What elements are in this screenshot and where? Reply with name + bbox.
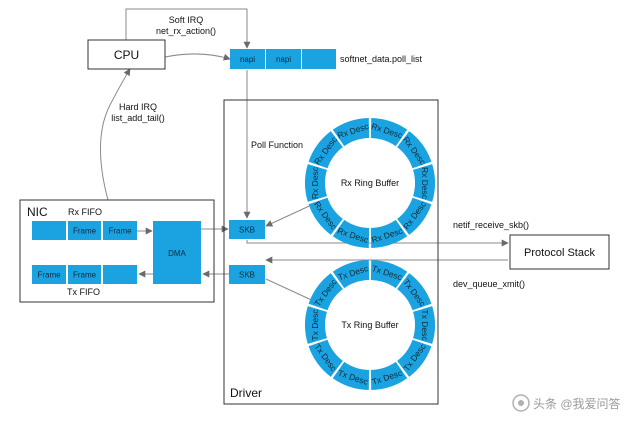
rx-ring-segment — [397, 197, 432, 235]
nic-title: NIC — [27, 205, 48, 219]
protocol-stack-box — [509, 234, 610, 270]
skb-tx-label: SKB — [239, 271, 255, 280]
poll-list-cell-label: napi — [276, 55, 291, 64]
list-add-tail-label: list_add_tail() — [111, 113, 165, 123]
soft-irq-line — [125, 8, 251, 49]
tx-ring-slot-label: Tx Desc — [310, 309, 320, 341]
poll-list-cell — [266, 49, 301, 69]
tx-fifo-cell — [103, 265, 137, 284]
poll-function-label: Poll Function — [251, 140, 303, 150]
rx-fifo-cell-label: Frame — [73, 227, 97, 236]
cpu-to-napi-arrow — [164, 53, 231, 61]
driver-box — [223, 99, 439, 405]
poll-list-cell-label: napi — [240, 55, 255, 64]
rx-ring-segment — [370, 118, 408, 147]
cpu-box — [87, 39, 166, 70]
rx-ring-segment — [413, 164, 435, 202]
tx-fifo-cell — [68, 265, 101, 284]
rx-ring-title: Rx Ring Buffer — [341, 178, 399, 188]
dev-queue-xmit-label: dev_queue_xmit() — [453, 279, 525, 289]
hard-irq-curve — [100, 68, 131, 201]
rx-fifo-cell — [68, 221, 101, 240]
rx-fifo-cell-label: Frame — [108, 227, 132, 236]
rx-fifo-label: Rx FIFO — [68, 207, 102, 217]
tx-fifo-cell-label: Frame — [37, 271, 61, 280]
poll-list: napi napi — [230, 49, 336, 69]
tx-fifo-cell-label: Frame — [73, 271, 97, 280]
rx-ring-segment — [308, 131, 343, 169]
cpu-label: CPU — [114, 48, 139, 62]
dma-label: DMA — [168, 249, 186, 258]
poll-list-label: softnet_data.poll_list — [340, 54, 423, 64]
protocol-stack-label: Protocol Stack — [524, 247, 595, 259]
tx-ring-segment — [397, 273, 432, 311]
tx-fifo-label: Tx FIFO — [67, 287, 100, 297]
tx-fifo-cell — [32, 265, 66, 284]
netif-receive-label: netif_receive_skb() — [453, 220, 529, 230]
tx-ring-segment — [305, 306, 327, 344]
watermark: 头条 @我爱问答 — [512, 394, 621, 412]
skb-tx-box — [229, 265, 265, 284]
tx-ring-segment — [332, 361, 370, 390]
rx-fifo-cell — [32, 221, 66, 240]
net-rx-action-label: net_rx_action() — [156, 26, 216, 36]
rx-fifo-cell — [103, 221, 137, 240]
watermark-text: 头条 @我爱问答 — [533, 396, 621, 411]
dma-box — [153, 221, 201, 284]
nic-box — [19, 199, 215, 303]
soft-irq-label: Soft IRQ — [169, 15, 204, 25]
rx-ring-segment — [332, 118, 370, 147]
connectors — [100, 8, 509, 304]
rx-ring-segment — [397, 131, 432, 169]
tx-ring-slot-label: Tx Desc — [420, 309, 430, 341]
tx-ring-segment — [370, 361, 408, 390]
skb-rx-label: SKB — [239, 226, 255, 235]
skb-tx-to-tx-ring — [265, 278, 319, 304]
rx-ring-segment — [305, 164, 327, 202]
rx-ring-slot-label: Rx Desc — [310, 166, 320, 199]
tx-ring-segment — [413, 306, 435, 344]
hard-irq-label: Hard IRQ — [119, 102, 157, 112]
driver-label: Driver — [230, 386, 262, 400]
watermark-logo-icon — [512, 394, 530, 412]
tx-ring-segment — [308, 339, 343, 377]
skb-to-stack-line — [246, 239, 509, 247]
tx-ring-title: Tx Ring Buffer — [341, 320, 398, 330]
rx-ring-slot-label: Rx Desc — [420, 167, 430, 200]
tx-ring-segment — [332, 260, 370, 289]
tx-ring-segment — [308, 273, 343, 311]
rx-ring-segment — [332, 219, 370, 248]
rx-ring-segment — [308, 197, 343, 235]
skb-rx-box — [229, 220, 265, 239]
tx-ring-segment — [370, 260, 408, 289]
rx-ring-segment — [370, 219, 408, 248]
poll-list-cell — [302, 49, 336, 69]
watermark-logo-dot — [518, 400, 524, 406]
poll-list-cell — [230, 49, 265, 69]
tx-ring-segment — [397, 339, 432, 377]
